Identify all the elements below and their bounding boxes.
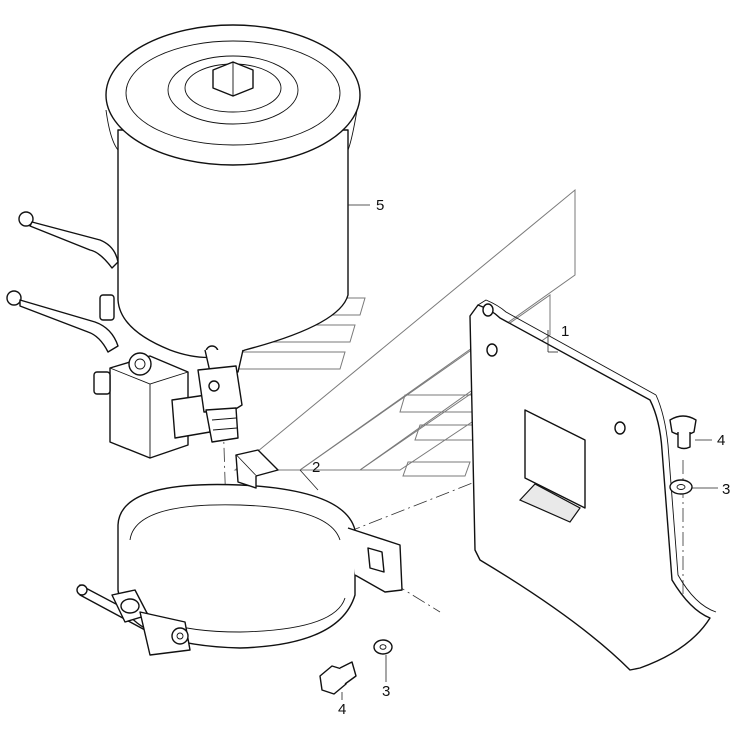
callout-4-right: 4	[717, 432, 725, 449]
mounting-bracket	[469, 299, 717, 671]
clamp-bolt	[76, 584, 191, 656]
callout-3-right: 3	[722, 481, 730, 498]
valve-block	[93, 294, 243, 459]
bolt-bottom	[319, 661, 357, 695]
pump-levers	[6, 211, 119, 353]
grease-reservoir	[105, 24, 361, 373]
callout-3-bottom: 3	[382, 683, 390, 700]
washer-bottom	[373, 639, 393, 655]
callout-2: 2	[312, 459, 320, 476]
callout-4-bottom: 4	[338, 701, 346, 718]
leader-lines	[299, 204, 718, 700]
callout-1: 1	[561, 323, 569, 340]
bolt-right	[669, 415, 697, 450]
washer-right	[669, 479, 693, 495]
callout-5: 5	[376, 197, 384, 214]
